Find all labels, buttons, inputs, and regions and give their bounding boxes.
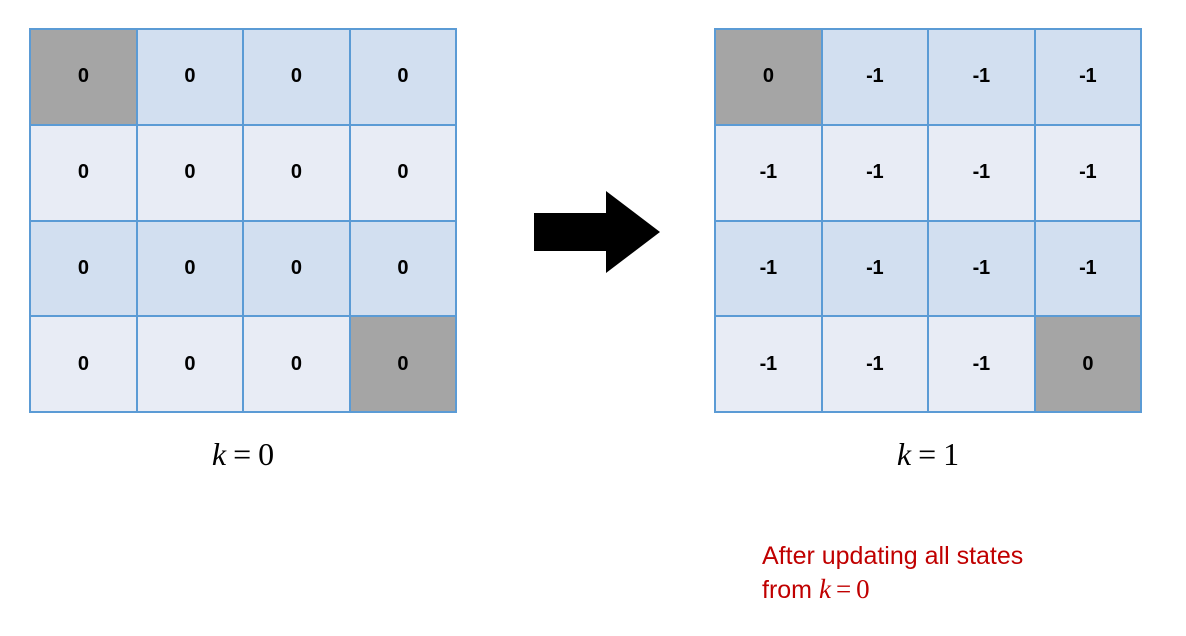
- annotation-line-2: from k=0: [762, 573, 1162, 607]
- caption-k1-value: 1: [943, 436, 960, 472]
- state-cell: -1: [716, 221, 821, 316]
- state-cell: -1: [929, 125, 1034, 220]
- annotation-variable: k: [818, 574, 831, 604]
- caption-k0-variable: k: [211, 436, 227, 472]
- terminal-state-cell: 0: [1035, 317, 1140, 411]
- annotation-line-2-prefix: from: [762, 576, 812, 604]
- state-cell: 0: [244, 221, 349, 316]
- state-cell: 0: [31, 125, 136, 220]
- caption-k0: k=0: [0, 436, 486, 473]
- caption-k0-operator: =: [233, 436, 252, 472]
- state-cell: -1: [1035, 30, 1140, 124]
- state-cell: -1: [1035, 125, 1140, 220]
- state-cell: -1: [716, 317, 821, 411]
- caption-k1-operator: =: [918, 436, 937, 472]
- state-cell: -1: [822, 221, 927, 316]
- state-cell: -1: [822, 30, 927, 124]
- terminal-state-cell: 0: [716, 30, 821, 124]
- terminal-state-cell: 0: [31, 30, 136, 124]
- state-cell: 0: [244, 317, 349, 411]
- state-cell: 0: [137, 317, 242, 411]
- annotation-value: 0: [856, 574, 870, 604]
- annotation-note: After updating all states from k=0: [762, 540, 1162, 607]
- state-cell: 0: [137, 221, 242, 316]
- state-cell: 0: [137, 30, 242, 124]
- state-cell: 0: [137, 125, 242, 220]
- annotation-operator: =: [835, 574, 852, 604]
- caption-k0-value: 0: [258, 436, 275, 472]
- right-arrow-icon: [534, 191, 660, 273]
- state-cell: -1: [716, 125, 821, 220]
- caption-k1: k=1: [700, 436, 1156, 473]
- caption-k1-variable: k: [896, 436, 912, 472]
- state-cell: 0: [350, 125, 455, 220]
- state-cell: 0: [31, 221, 136, 316]
- state-cell: -1: [822, 125, 927, 220]
- state-cell: -1: [822, 317, 927, 411]
- state-cell: 0: [244, 30, 349, 124]
- state-cell: 0: [31, 317, 136, 411]
- state-cell: 0: [350, 221, 455, 316]
- state-cell: -1: [929, 221, 1034, 316]
- annotation-line-1: After updating all states: [762, 542, 1024, 570]
- state-cell: 0: [350, 30, 455, 124]
- terminal-state-cell: 0: [350, 317, 455, 411]
- state-cell: -1: [929, 30, 1034, 124]
- state-cell: -1: [1035, 221, 1140, 316]
- state-cell: -1: [929, 317, 1034, 411]
- state-cell: 0: [244, 125, 349, 220]
